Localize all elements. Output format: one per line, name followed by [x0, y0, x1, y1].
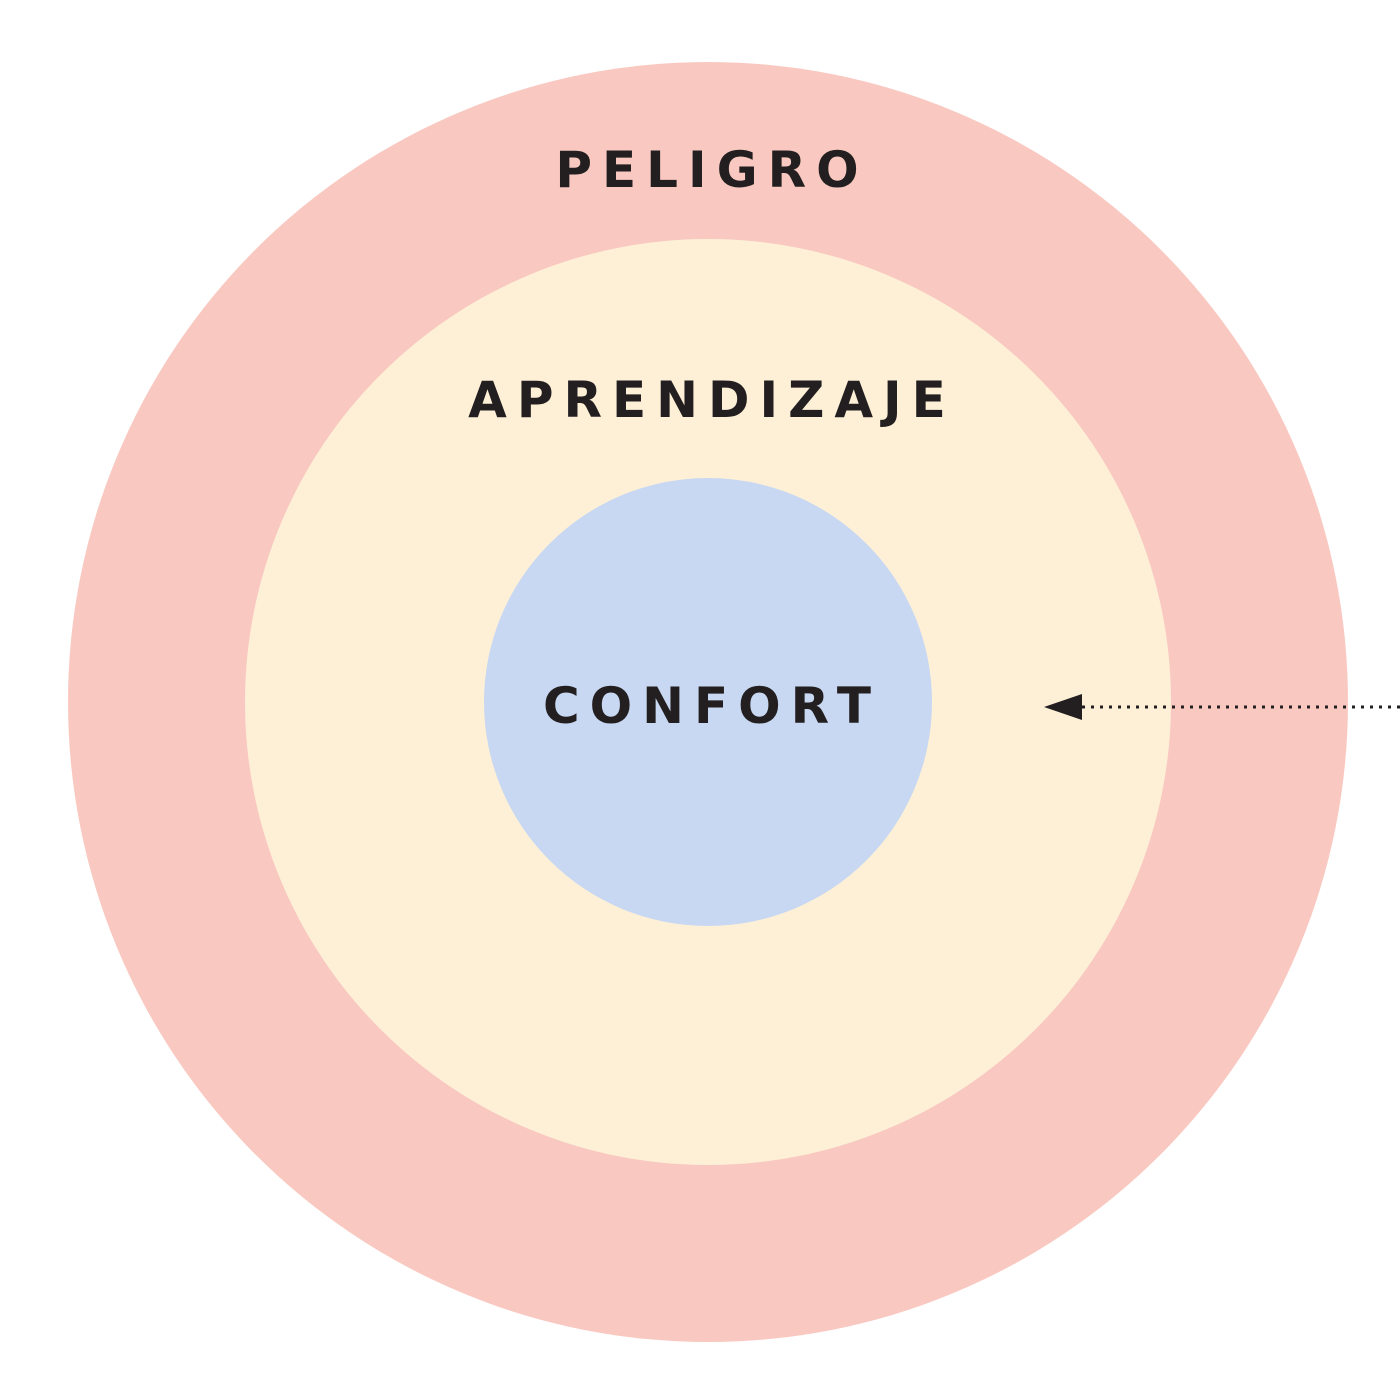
learning-zone-label: APRENDIZAJE: [468, 371, 956, 429]
danger-zone-label: PELIGRO: [555, 141, 868, 199]
pointer-arrow: [1044, 694, 1400, 720]
comfort-zone-label: CONFORT: [543, 677, 881, 735]
arrow-head-icon: [1044, 694, 1082, 720]
comfort-zone-circle: [484, 478, 932, 926]
